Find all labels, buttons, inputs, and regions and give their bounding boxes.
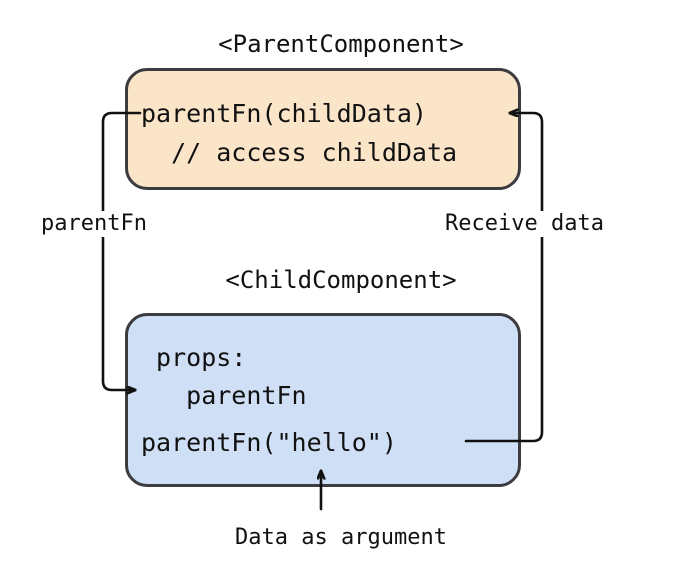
child-component-box	[125, 313, 521, 487]
child-component-title: <ChildComponent>	[225, 266, 457, 294]
edge-label-parent-fn: parentFn	[37, 211, 151, 237]
child-code-line-1: props:	[141, 343, 247, 372]
parent-component-title: <ParentComponent>	[218, 30, 464, 58]
edge-child-to-parent-line	[464, 113, 544, 443]
parent-component-box	[125, 68, 521, 190]
edge-label-data-as-argument: Data as argument	[235, 525, 447, 550]
edge-label-receive-data: Receive data	[441, 211, 608, 237]
parent-code-line-1: parentFn(childData)	[141, 99, 427, 128]
child-code-line-2: parentFn	[141, 381, 307, 410]
edge-parent-to-child-line	[101, 111, 142, 390]
parent-code-line-2: // access childData	[141, 138, 458, 167]
child-code-line-3: parentFn("hello")	[141, 428, 397, 457]
